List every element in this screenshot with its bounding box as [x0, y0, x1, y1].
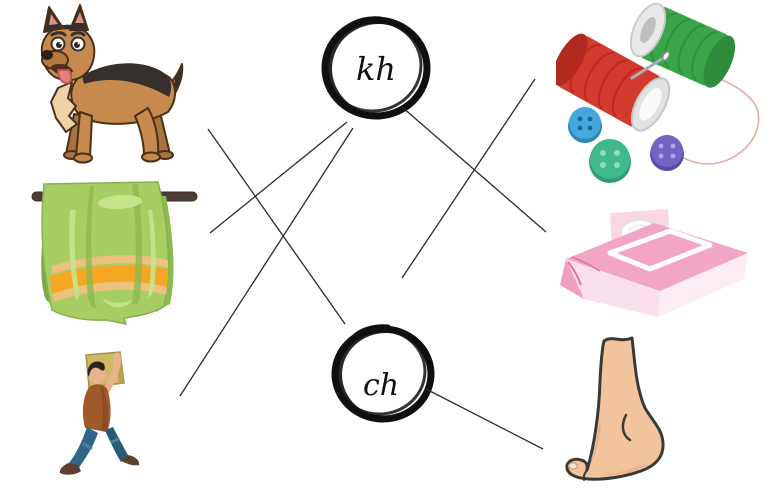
connection-line-kh-carry	[179, 127, 354, 397]
carrier-front-leg	[69, 427, 98, 469]
carrier-back-shoe	[120, 455, 140, 466]
ankle-crease	[621, 413, 632, 442]
sewing-needle	[630, 51, 671, 80]
red-spool	[556, 33, 671, 132]
sound-kh-label: kh	[356, 50, 396, 88]
thread-spools-illustration[interactable]	[556, 2, 774, 187]
blue-button	[568, 107, 602, 143]
carrier-front-shoe	[59, 463, 81, 475]
foot-outline	[565, 336, 665, 481]
dog-tongue	[57, 69, 73, 85]
man-carrying-box-illustration[interactable]	[56, 347, 148, 481]
carrier-head	[88, 366, 106, 384]
sound-ch-circle[interactable]: ch	[328, 323, 438, 431]
dog-nose	[41, 50, 53, 60]
carrier-back-leg	[105, 427, 129, 462]
sound-ch-label: ch	[363, 368, 399, 403]
wipes-right-face	[658, 253, 748, 317]
foot-illustration[interactable]	[560, 333, 700, 491]
connection-line-ch-foot	[425, 388, 544, 450]
purple-button	[650, 135, 684, 171]
wet-wipes-illustration[interactable]	[558, 207, 763, 319]
wipes-front-face	[566, 259, 660, 317]
carrier-hair	[87, 361, 105, 377]
sound-kh-circle[interactable]: kh	[318, 14, 434, 128]
green-button	[589, 139, 631, 183]
connection-line-thread-ch	[401, 78, 536, 279]
towel-illustration[interactable]	[28, 180, 200, 328]
connection-line-towel-kh	[209, 121, 348, 234]
connection-line-dog-ch	[207, 128, 346, 325]
green-spool	[629, 2, 736, 88]
toenail	[567, 462, 579, 470]
dog-chest-fur	[50, 81, 78, 133]
dog-illustration[interactable]	[22, 4, 190, 166]
